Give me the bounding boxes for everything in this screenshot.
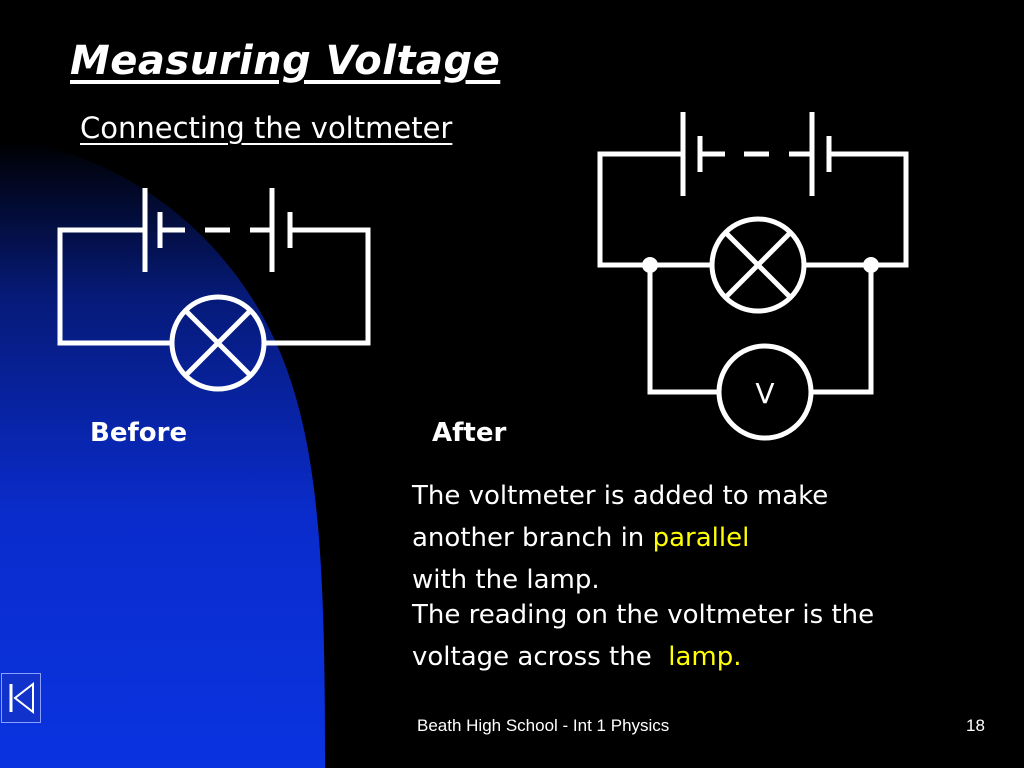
slide-number: 18 bbox=[966, 716, 985, 735]
junction-dot-left bbox=[642, 257, 658, 273]
junction-dot-right bbox=[863, 257, 879, 273]
voltmeter-symbol: V bbox=[755, 377, 774, 410]
paragraph-2-line-2: voltage across the lamp. bbox=[412, 636, 874, 678]
voltmeter-icon bbox=[716, 343, 814, 441]
slide-subtitle: Connecting the voltmeter bbox=[80, 111, 453, 145]
before-battery-icon bbox=[142, 188, 293, 272]
before-lamp-icon bbox=[169, 294, 267, 392]
footer-text: Beath High School - Int 1 Physics bbox=[417, 716, 670, 735]
before-circuit-wires bbox=[57, 227, 371, 346]
after-circuit: V bbox=[597, 112, 909, 441]
highlight-parallel: parallel bbox=[652, 523, 750, 553]
after-label: After bbox=[432, 418, 507, 448]
after-lamp-icon bbox=[709, 216, 807, 314]
first-slide-button[interactable] bbox=[1, 673, 41, 723]
first-slide-icon bbox=[9, 681, 34, 715]
explanation-paragraph-1: The voltmeter is added to make another b… bbox=[412, 475, 828, 601]
paragraph-1-line-2-text: another branch in bbox=[412, 523, 653, 553]
explanation-paragraph-2: The reading on the voltmeter is the volt… bbox=[412, 594, 874, 678]
after-battery-icon bbox=[680, 112, 832, 196]
paragraph-1-line-2: another branch in parallel bbox=[412, 517, 828, 559]
before-circuit bbox=[57, 188, 371, 392]
paragraph-2-line-2-text: voltage across the bbox=[412, 642, 669, 672]
paragraph-1-line-1: The voltmeter is added to make bbox=[412, 481, 829, 511]
before-label: Before bbox=[90, 418, 188, 448]
paragraph-2-line-1: The reading on the voltmeter is the bbox=[412, 600, 875, 630]
slide-title: Measuring Voltage bbox=[70, 38, 501, 84]
highlight-lamp: lamp. bbox=[668, 642, 742, 672]
paragraph-1-line-3: with the lamp. bbox=[412, 565, 600, 595]
